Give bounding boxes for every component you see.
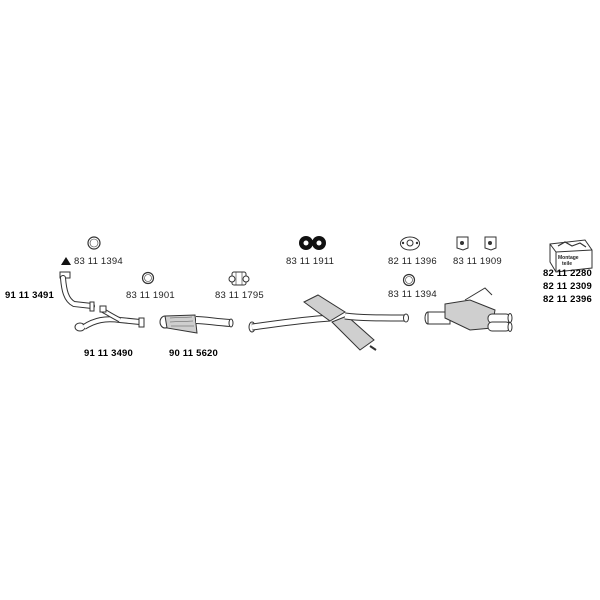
part-number-label: 90 11 5620 bbox=[169, 348, 219, 359]
gasket-ring-icon bbox=[141, 271, 155, 285]
part-number-label: 83 11 1394 bbox=[74, 256, 123, 267]
y-pipe-icon bbox=[74, 305, 145, 332]
part-number-label: 83 11 1394 bbox=[388, 289, 437, 300]
pipe-clamp-icon bbox=[228, 271, 250, 286]
part-number-label: 82 11 2280 bbox=[543, 268, 593, 279]
hanger-bracket-icon bbox=[456, 236, 497, 251]
part-number-label: 82 11 2396 bbox=[543, 294, 593, 305]
part-number-label: 83 11 1909 bbox=[453, 256, 502, 267]
part-number-label: 82 11 2309 bbox=[543, 281, 593, 292]
rubber-mount-icon bbox=[299, 236, 326, 250]
part-number-label: 83 11 1901 bbox=[126, 290, 175, 301]
gasket-ring-icon bbox=[402, 273, 416, 287]
part-number-label: 91 11 3491 bbox=[5, 290, 55, 301]
part-number-label: 82 11 1396 bbox=[388, 256, 437, 267]
new-part-marker-icon bbox=[61, 257, 71, 265]
kit-box-label-1: Montage bbox=[558, 255, 579, 261]
mounting-kit-box-icon: Montage teile bbox=[549, 239, 593, 273]
catalytic-converter-icon bbox=[159, 314, 234, 334]
flange-gasket-icon bbox=[399, 236, 421, 251]
kit-box-label-2: teile bbox=[562, 261, 572, 267]
part-number-label: 91 11 3490 bbox=[84, 348, 134, 359]
part-number-label: 83 11 1795 bbox=[215, 290, 264, 301]
rear-silencer-icon bbox=[424, 287, 513, 332]
middle-silencer-icon bbox=[248, 294, 409, 351]
part-number-label: 83 11 1911 bbox=[286, 256, 335, 267]
front-pipe-icon bbox=[59, 271, 95, 312]
gasket-ring-icon bbox=[87, 236, 101, 250]
